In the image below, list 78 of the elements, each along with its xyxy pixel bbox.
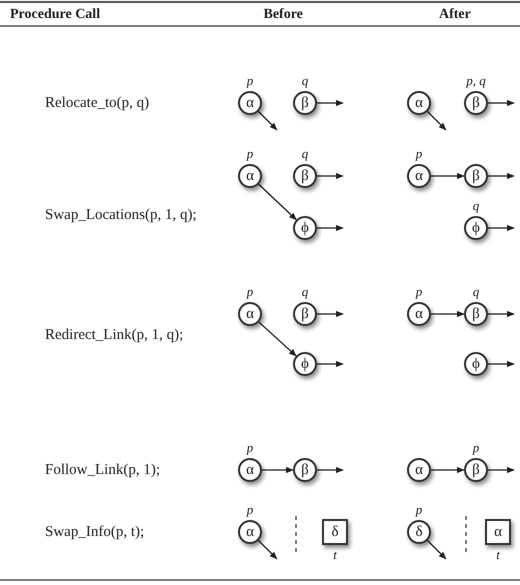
pointer-arrow (488, 100, 515, 106)
pointer-name: q (472, 285, 480, 299)
node-symbol: β (471, 462, 481, 478)
pointer-arrow (258, 322, 297, 356)
record-name: t (333, 548, 337, 562)
list-node-circle (293, 216, 317, 240)
column-header: Before (264, 6, 303, 24)
node-symbol: β (471, 95, 481, 111)
procedure-call-text: Swap_Info(p, t); (45, 523, 144, 541)
pointer-arrow (488, 172, 515, 180)
procedure-call-text: Swap_Locations(p, 1, q); (45, 206, 197, 224)
pointer-name: p (472, 441, 480, 455)
node-symbol: β (300, 95, 310, 111)
pointer-arrow (317, 310, 344, 318)
pointer-arrow (488, 360, 515, 368)
pointer-arrow (317, 360, 344, 368)
pointer-arrow (431, 310, 465, 318)
node-symbol: α (245, 524, 255, 540)
node-symbol: α (245, 462, 255, 478)
pointer-arrow (317, 466, 344, 474)
pointer-name: p, q (466, 74, 486, 88)
node-symbol: ϕ (471, 356, 481, 372)
node-symbol: α (414, 306, 424, 322)
pointer-name: p (246, 147, 254, 161)
node-symbol: α (245, 306, 255, 322)
pointer-name: q (302, 147, 308, 161)
node-symbol: β (300, 462, 310, 478)
node-symbol: δ (414, 524, 424, 540)
list-node-circle (464, 352, 488, 376)
pointer-arrow (431, 172, 465, 180)
node-symbol: ϕ (471, 220, 481, 236)
node-symbol: α (245, 168, 255, 184)
pointer-name: p (246, 441, 254, 455)
node-symbol: α (414, 95, 424, 111)
pointer-arrow (431, 466, 465, 474)
node-symbol: β (471, 168, 481, 184)
pointer-name: p (416, 503, 422, 517)
list-node-circle (407, 458, 431, 482)
pointer-name: q (302, 285, 308, 299)
procedure-call-text: Relocate_to(p, q) (45, 94, 150, 112)
pointer-arrow (427, 540, 446, 560)
pointer-name: p (416, 147, 422, 161)
node-symbol: α (493, 524, 503, 540)
node-symbol: δ (330, 524, 340, 540)
column-header: After (439, 6, 471, 24)
node-symbol: α (414, 168, 424, 184)
pointer-arrow (258, 111, 278, 130)
pointer-name: p (246, 503, 254, 517)
procedure-call-text: Follow_Link(p, 1); (45, 461, 160, 479)
procedure-call-text: Redirect_Link(p, 1, q); (45, 326, 184, 344)
column-header: Procedure Call (10, 6, 100, 24)
node-symbol: α (245, 95, 255, 111)
pointer-name: q (302, 74, 308, 88)
pointer-name: p (246, 285, 254, 299)
list-node-circle (293, 352, 317, 376)
node-symbol: α (414, 462, 424, 478)
pointer-arrow (317, 100, 344, 106)
node-symbol: β (300, 306, 310, 322)
pointer-name: p (246, 74, 254, 88)
pointer-name: q (472, 199, 480, 213)
pointer-arrow (488, 466, 515, 474)
node-symbol: β (471, 306, 481, 322)
pointer-arrow (258, 184, 297, 220)
pointer-name: p (416, 285, 422, 299)
list-node-circle (293, 458, 317, 482)
node-symbol: ϕ (300, 356, 310, 372)
pointer-arrow (488, 224, 515, 232)
pointer-arrow (317, 172, 344, 180)
pointer-arrow (427, 111, 446, 130)
list-node-circle (407, 91, 431, 115)
pointer-arrow (488, 310, 515, 318)
node-symbol: ϕ (300, 220, 310, 236)
pointer-arrow (258, 540, 278, 560)
pointer-arrow (262, 466, 294, 474)
list-node-circle (464, 164, 488, 188)
pointer-arrow (317, 224, 344, 232)
record-name: t (496, 548, 500, 562)
node-symbol: β (300, 168, 310, 184)
